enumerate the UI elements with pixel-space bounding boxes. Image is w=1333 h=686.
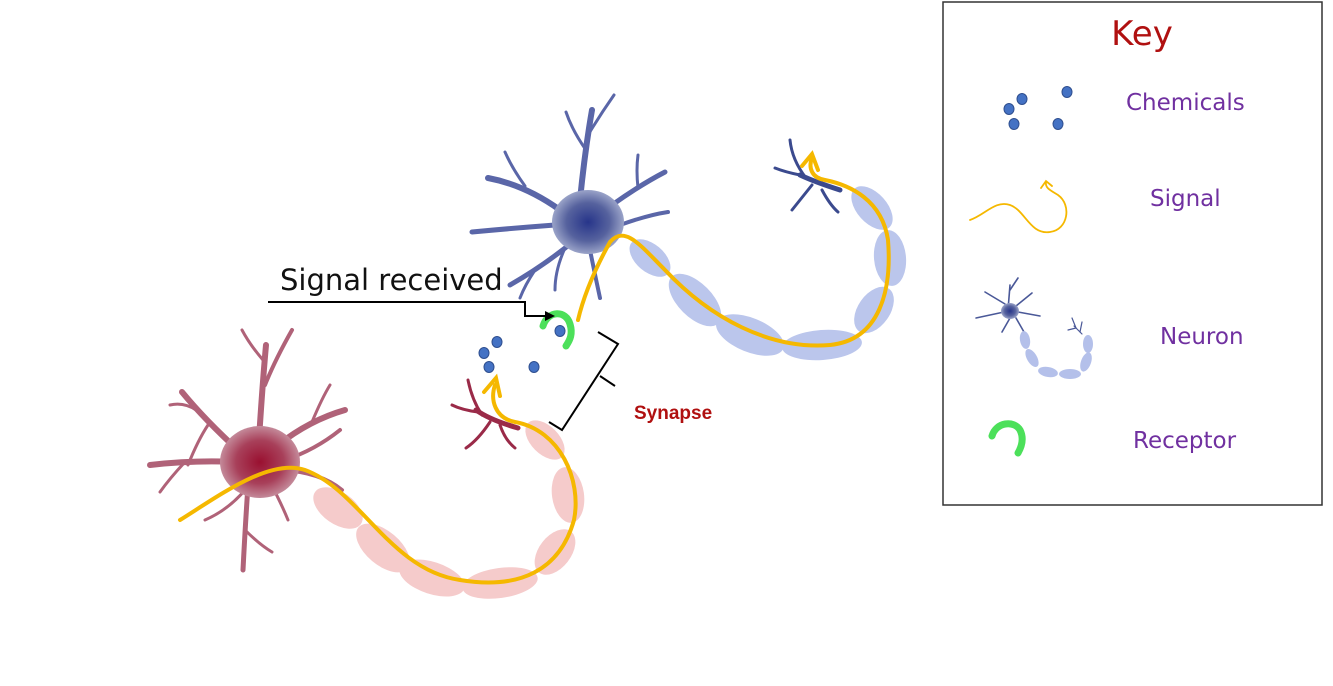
receptor-key-icon (988, 420, 1026, 457)
key-item-neuron: Neuron (1160, 324, 1244, 350)
postsynaptic-cell-body (552, 190, 624, 254)
neuron-icon (975, 277, 1093, 379)
postsynaptic-axon-terminal (773, 138, 843, 214)
key-title: Key (1111, 14, 1173, 54)
key-item-signal: Signal (1150, 186, 1221, 212)
signal-received-pointer (268, 301, 545, 317)
postsynaptic-neuron (469, 93, 907, 361)
signal-path-blue (576, 150, 891, 348)
chemicals (478, 325, 566, 373)
synapse-label: Synapse (634, 403, 712, 424)
presynaptic-neuron (147, 328, 585, 599)
signal-path-red (178, 373, 578, 585)
signal-received-label: Signal received (280, 263, 503, 297)
chemical-dots-icon (1003, 86, 1073, 130)
presynaptic-axon-terminal (450, 378, 521, 450)
key-item-chemicals: Chemicals (1126, 90, 1245, 116)
signal-received-arrowhead (545, 311, 555, 321)
key-legend: Key Chemicals Signal (942, 1, 1323, 506)
presynaptic-cell-body (220, 426, 300, 498)
synapse-bracket (548, 331, 620, 432)
signal-line-icon (969, 179, 1068, 233)
key-item-receptor: Receptor (1133, 428, 1237, 454)
